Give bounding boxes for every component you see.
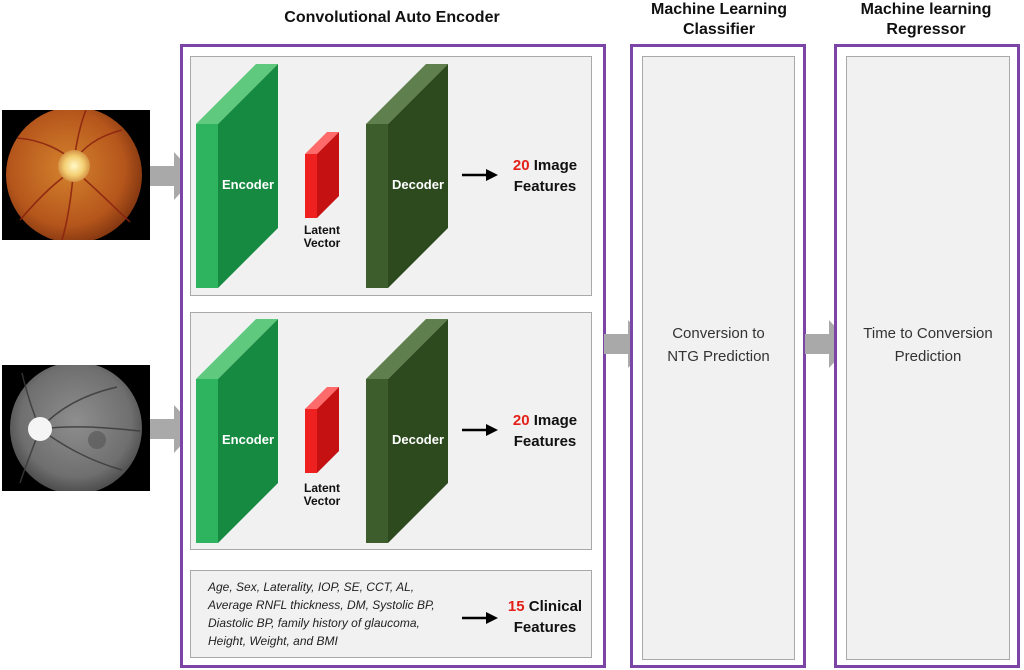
classifier-title: Machine Learning Classifier [650, 1, 788, 38]
feature-arrow-clinical [462, 612, 498, 624]
latent-vector-block-bottom [305, 387, 339, 473]
image-features-bottom: 20 Image Features [512, 412, 578, 450]
feature-arrow-bottom [462, 424, 498, 436]
regressor-panel [846, 56, 1010, 660]
regressor-title: Machine learning Regressor [860, 1, 992, 38]
color-fundus-image [2, 110, 150, 240]
decoder-block-top [366, 64, 448, 288]
clinical-features: 15 Clinical Features [507, 598, 583, 636]
latent-vector-block-top [305, 132, 339, 218]
feature-arrow-top [462, 169, 498, 181]
latent-vector-label-bottom: Latent Vector [303, 481, 341, 508]
grayscale-fundus-image [2, 365, 150, 491]
time-to-conversion-label: Time to Conversion Prediction [863, 325, 993, 365]
classifier-panel [642, 56, 795, 660]
ntg-prediction-label: Conversion to NTG Prediction [667, 325, 770, 365]
encoder-label-top: Encoder [221, 177, 274, 192]
encoder-block-bottom [196, 319, 278, 543]
decoder-label-bottom: Decoder [391, 432, 445, 447]
image-features-top: 20 Image Features [512, 157, 578, 195]
decoder-label-top: Decoder [391, 177, 445, 192]
encoder-block-top [196, 64, 278, 288]
feature-count: 15 [507, 598, 525, 615]
decoder-block-bottom [366, 319, 448, 543]
clinical-panel [190, 570, 592, 658]
encoder-label-bottom: Encoder [221, 432, 274, 447]
latent-vector-label-top: Latent Vector [303, 223, 341, 250]
clinical-variable-list: Age, Sex, Laterality, IOP, SE, CCT, AL, … [208, 580, 435, 648]
autoencoder-title: Convolutional Auto Encoder [284, 9, 500, 26]
feature-count: 20 [512, 412, 530, 429]
feature-count: 20 [512, 157, 530, 174]
